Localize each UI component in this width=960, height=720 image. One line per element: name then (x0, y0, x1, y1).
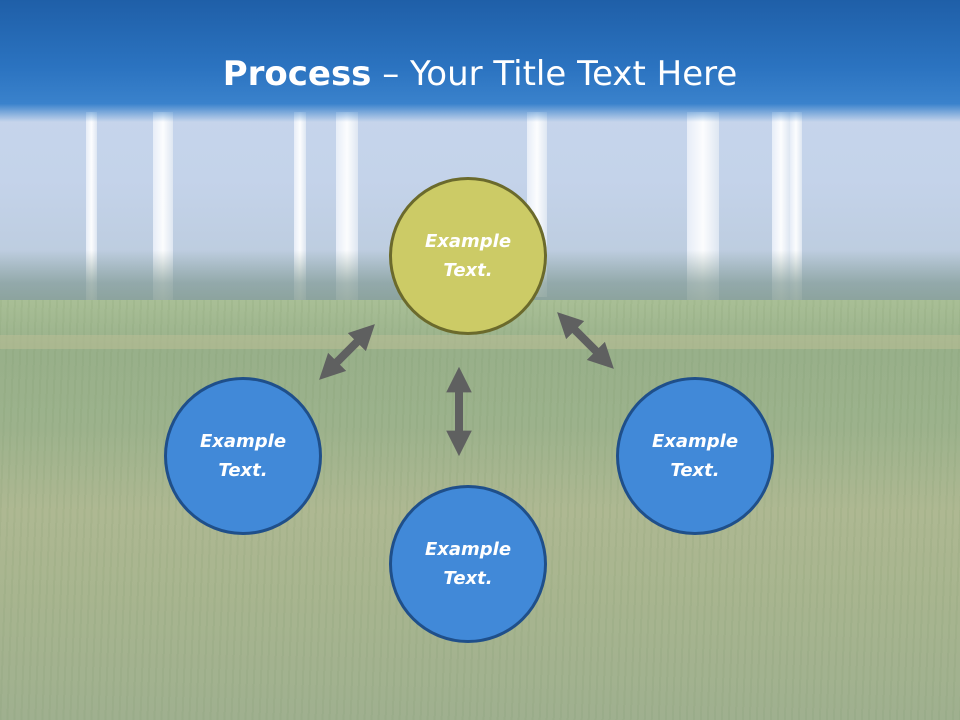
background-field-band (0, 335, 960, 349)
process-node-left[interactable]: Example Text. (164, 377, 322, 535)
process-node-top-label: Example Text. (424, 231, 512, 281)
arrow-top-left (319, 324, 375, 380)
process-node-bottom[interactable]: Example Text. (389, 485, 547, 643)
title-bold: Process (222, 54, 372, 94)
turbine-tower (86, 112, 97, 302)
process-node-left-label: Example Text. (199, 431, 287, 481)
slide-title: Process – Your Title Text Here (0, 52, 960, 96)
process-node-bottom-label: Example Text. (424, 539, 512, 589)
process-node-right[interactable]: Example Text. (616, 377, 774, 535)
arrow-top-right (557, 312, 614, 369)
process-node-top[interactable]: Example Text. (389, 177, 547, 335)
title-rest: – Your Title Text Here (371, 54, 738, 94)
title-bar (0, 0, 960, 122)
process-node-right-label: Example Text. (651, 431, 739, 481)
